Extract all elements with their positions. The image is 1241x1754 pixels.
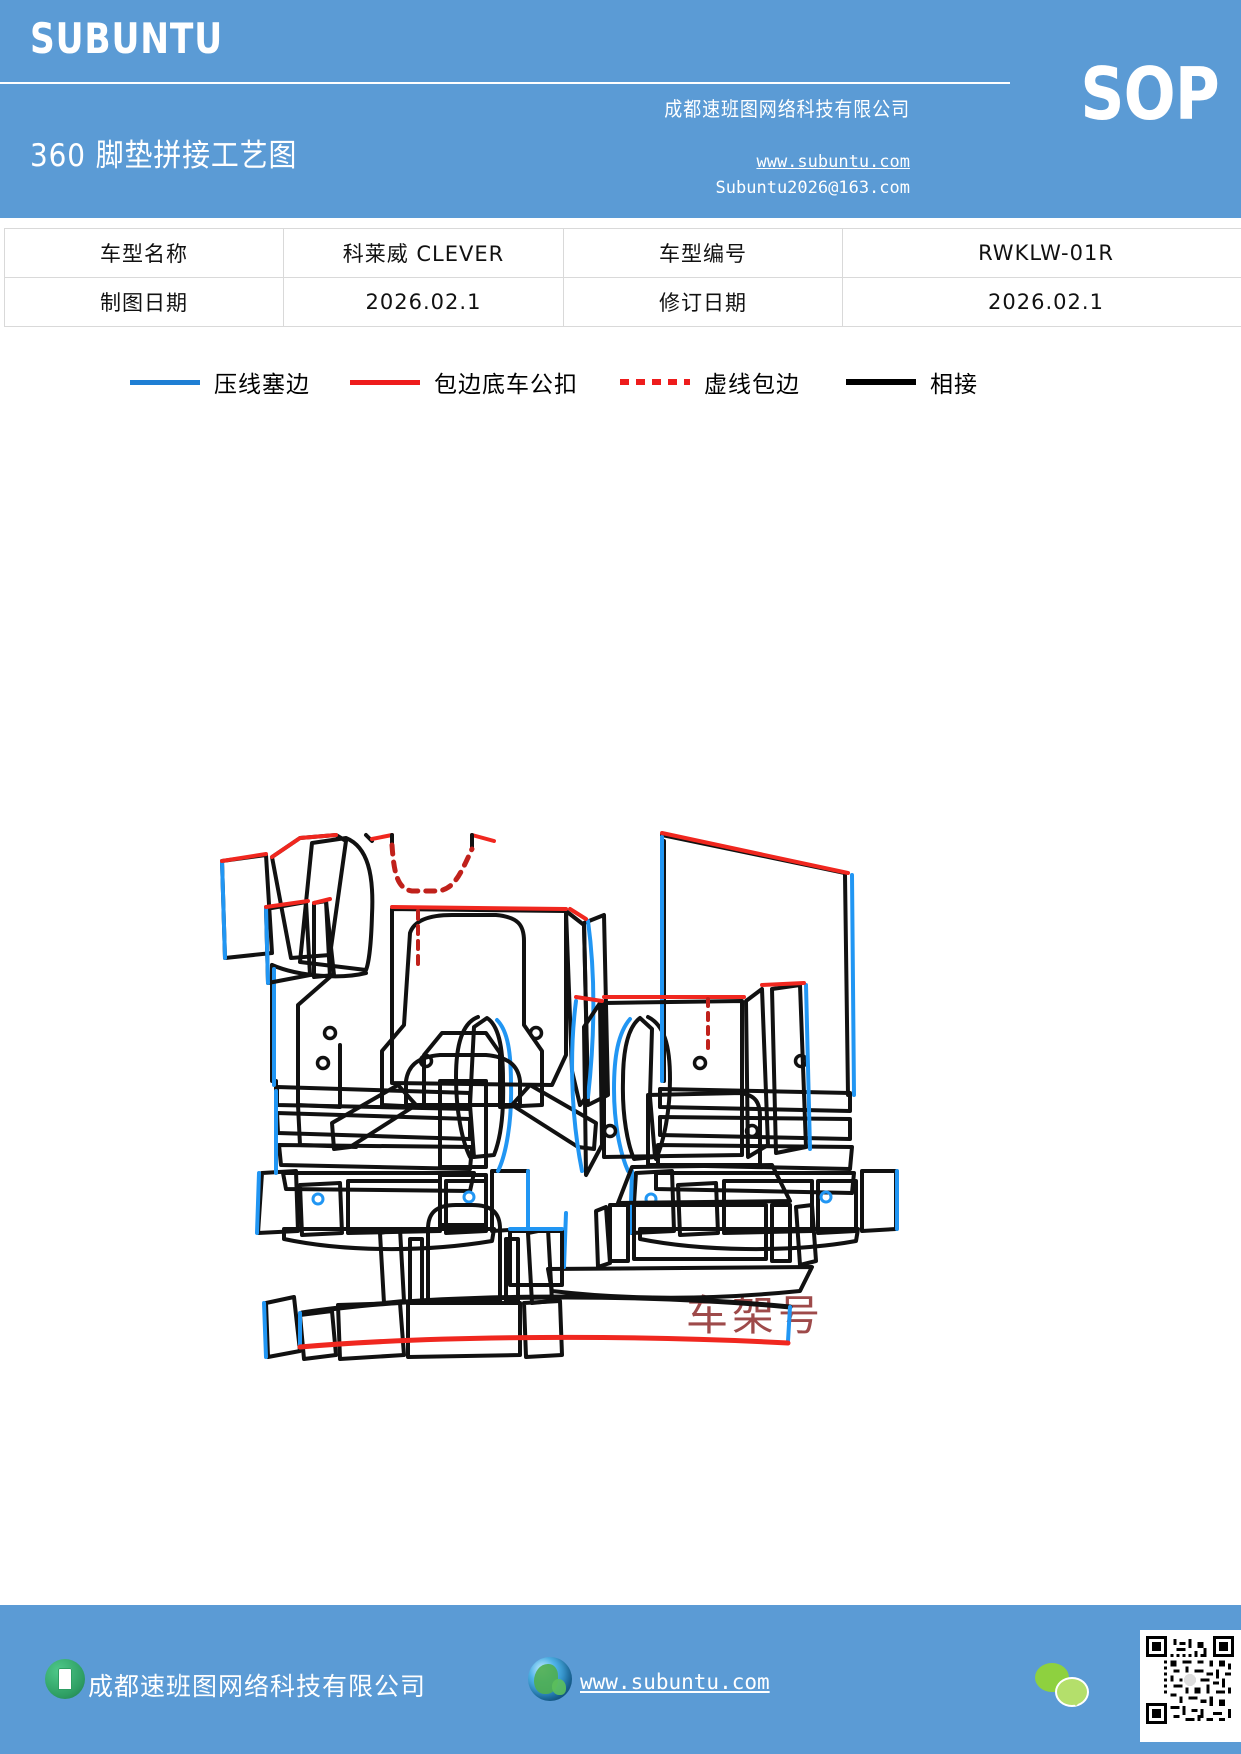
floor-mat-technical-drawing: 车架号 <box>0 405 1241 1420</box>
header-company-name: 成都速班图网络科技有限公司 <box>664 97 910 121</box>
eyelet-rear-left <box>322 1025 544 1041</box>
legend-item-3: 相接 <box>846 365 978 399</box>
legend: 压线塞边 包边底车公扣 虚线包边 相接 <box>0 358 1241 406</box>
header-divider <box>0 82 1010 84</box>
rear-sill-strip <box>299 1294 793 1316</box>
cell-revise-date-label: 修订日期 <box>563 277 843 327</box>
cell-model-name-value: 科莱威 CLEVER <box>283 228 564 278</box>
wechat-bubble-small <box>1055 1677 1089 1707</box>
rear-sill-strip-blue <box>298 1305 792 1347</box>
globe-icon <box>528 1657 572 1701</box>
mat-rear-right-blue-edges <box>562 983 812 1269</box>
legend-label-0: 压线塞边 <box>214 372 310 398</box>
line-swatch-red-icon <box>350 379 420 385</box>
legend-item-0: 压线塞边 <box>130 365 310 399</box>
footer-website-link[interactable]: www.subuntu.com <box>580 1670 770 1694</box>
cell-revise-date-value: 2026.02.1 <box>842 277 1241 327</box>
document-footer: 成都速班图网络科技有限公司 www.subuntu.com <box>0 1605 1241 1754</box>
page-title: 360 脚垫拼接工艺图 <box>30 138 298 174</box>
eyelet-front-right <box>692 1053 809 1071</box>
wechat-bubble-large <box>1035 1663 1069 1692</box>
wechat-icon <box>1035 1663 1093 1707</box>
mat-front-left <box>220 833 530 1252</box>
footer-company-name: 成都速班图网络科技有限公司 <box>88 1672 427 1701</box>
document-header: SUBUNTU 成都速班图网络科技有限公司 SOP 360 脚垫拼接工艺图 ww… <box>0 0 1241 218</box>
eyelet-blue-front-left <box>311 1190 476 1206</box>
mat-front-right-red-edges <box>660 831 850 875</box>
globe-land-shape-2 <box>552 1679 566 1695</box>
line-swatch-black-icon <box>846 379 916 385</box>
cell-draw-date-label: 制图日期 <box>4 277 284 327</box>
legend-item-1: 包边底车公扣 <box>350 365 578 399</box>
table-row: 制图日期 2026.02.1 修订日期 2026.02.1 <box>4 277 1241 327</box>
mat-front-left-red-edges <box>220 833 496 863</box>
legend-label-3: 相接 <box>930 372 978 398</box>
legend-label-1: 包边底车公扣 <box>434 372 578 398</box>
line-swatch-dashed-red-icon <box>620 379 690 385</box>
cell-model-code-value: RWKLW-01R <box>842 228 1241 278</box>
header-website-link[interactable]: www.subuntu.com <box>756 152 910 172</box>
qr-code <box>1140 1630 1241 1742</box>
brand-logo-text: SUBUNTU <box>30 14 224 63</box>
cell-model-code-label: 车型编号 <box>563 228 843 278</box>
legend-item-2: 虚线包边 <box>620 365 800 399</box>
mat-rear-right-red-edges <box>574 981 806 1003</box>
sop-badge: SOP <box>1080 52 1220 136</box>
dashed-edge-front-left <box>389 842 475 894</box>
header-email[interactable]: Subuntu2026@163.com <box>715 178 910 198</box>
line-swatch-blue-icon <box>130 379 200 385</box>
rear-sill-strip-red <box>297 1334 791 1350</box>
legend-label-2: 虚线包边 <box>704 372 800 398</box>
cell-draw-date-value: 2026.02.1 <box>283 277 564 327</box>
building-icon <box>45 1659 85 1699</box>
mat-rear-left-red-edges <box>264 897 588 921</box>
vehicle-info-table: 车型名称 科莱威 CLEVER 车型编号 RWKLW-01R 制图日期 2026… <box>4 228 1241 327</box>
eyelet-rear-right <box>602 1123 760 1139</box>
mat-front-left-blue-edges <box>220 859 530 1235</box>
table-row: 车型名称 科莱威 CLEVER 车型编号 RWKLW-01R <box>4 228 1241 278</box>
mat-front-left-black-inner <box>390 833 474 851</box>
cell-model-name-label: 车型名称 <box>4 228 284 278</box>
